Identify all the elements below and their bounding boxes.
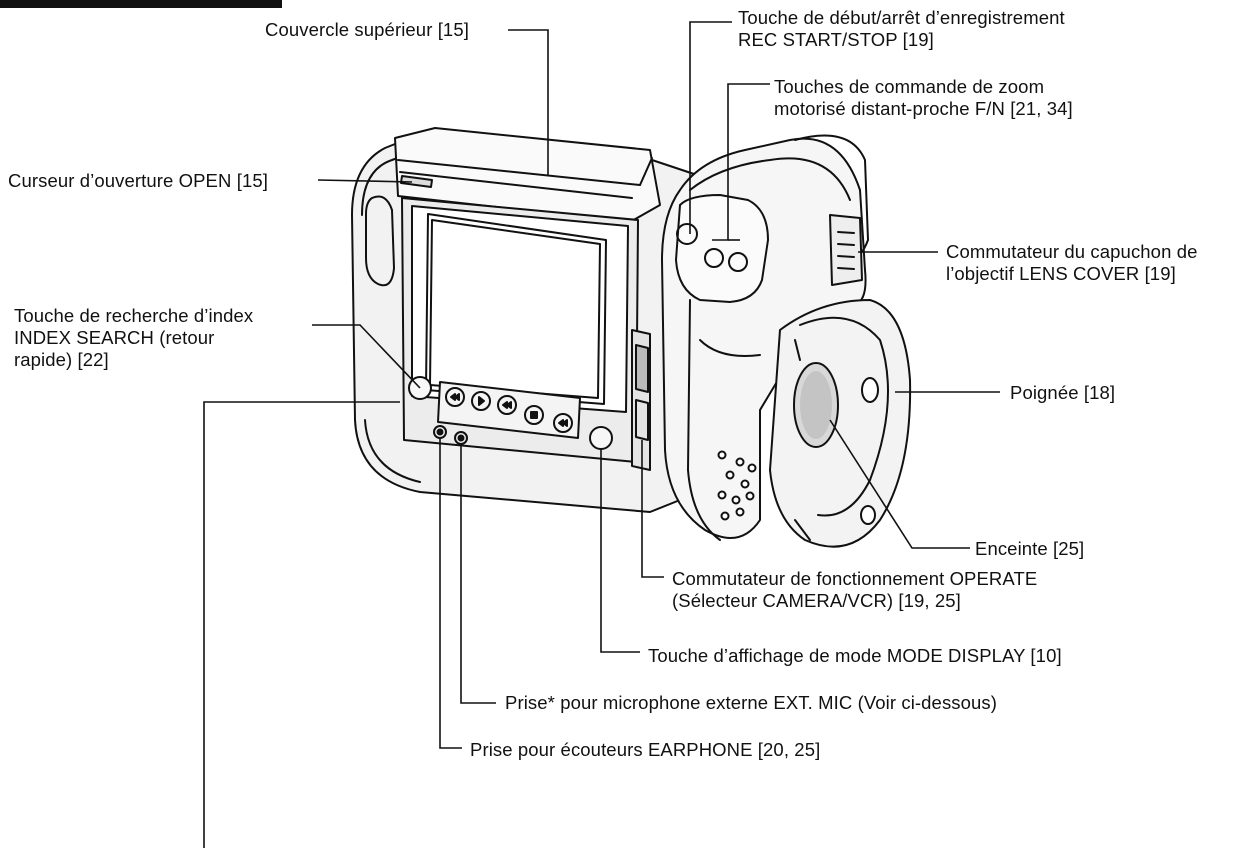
mode-display-button	[589, 426, 613, 450]
label-lens-line2: l’objectif LENS COVER [19]	[946, 263, 1176, 284]
label-index-search-line3: rapide) [22]	[14, 349, 109, 370]
label-zoom-buttons: Touches de commande de zoom motorisé dis…	[774, 76, 1073, 120]
speaker-holes	[717, 450, 757, 521]
strap-loop	[365, 195, 395, 287]
label-rec-line2: REC START/STOP [19]	[738, 29, 934, 50]
label-grip: Poignée [18]	[1010, 382, 1116, 403]
grip	[769, 299, 912, 548]
label-index-search-line2: INDEX SEARCH (retour	[14, 327, 215, 348]
label-operate-line2: (Sélecteur CAMERA/VCR) [19, 25]	[672, 590, 961, 611]
label-earphone: Prise pour écouteurs EARPHONE [20, 25]	[470, 739, 821, 760]
label-operate-line1: Commutateur de fonctionnement OPERATE	[672, 568, 1038, 589]
lcd-button-row	[437, 381, 581, 439]
label-rec-line1: Touche de début/arrêt d’enregistrement	[738, 7, 1065, 28]
zoom-n-button	[728, 252, 748, 272]
label-operate-switch: Commutateur de fonctionnement OPERATE (S…	[672, 568, 1037, 612]
rec-start-stop-button	[676, 223, 698, 245]
label-ext-mic: Prise* pour microphone externe EXT. MIC …	[505, 692, 998, 713]
label-mode-display: Touche d’affichage de mode MODE DISPLAY …	[648, 645, 1062, 666]
label-zoom-line1: Touches de commande de zoom	[774, 76, 1045, 97]
label-index-search: Touche de recherche d’index INDEX SEARCH…	[14, 305, 253, 371]
label-rec-start-stop: Touche de début/arrêt d’enregistrement R…	[738, 7, 1065, 51]
header-bar	[0, 0, 282, 8]
zoom-f-button	[704, 248, 724, 268]
leader-lines	[203, 21, 1000, 848]
label-index-search-line1: Touche de recherche d’index	[14, 305, 254, 326]
label-zoom-line2: motorisé distant-proche F/N [21, 34]	[774, 98, 1073, 119]
label-open-slider: Curseur d’ouverture OPEN [15]	[8, 170, 268, 191]
lens-cover-switch	[829, 214, 863, 286]
label-lens-cover: Commutateur du capuchon de l’objectif LE…	[946, 241, 1197, 285]
label-lens-line1: Commutateur du capuchon de	[946, 241, 1198, 262]
operate-switch	[631, 329, 651, 471]
label-top-cover: Couvercle supérieur [15]	[265, 19, 469, 40]
open-slider	[400, 175, 433, 188]
top-cover	[394, 127, 661, 223]
lcd-screen	[425, 213, 607, 405]
lens-barrel	[661, 134, 869, 541]
label-speaker: Enceinte [25]	[975, 538, 1085, 559]
